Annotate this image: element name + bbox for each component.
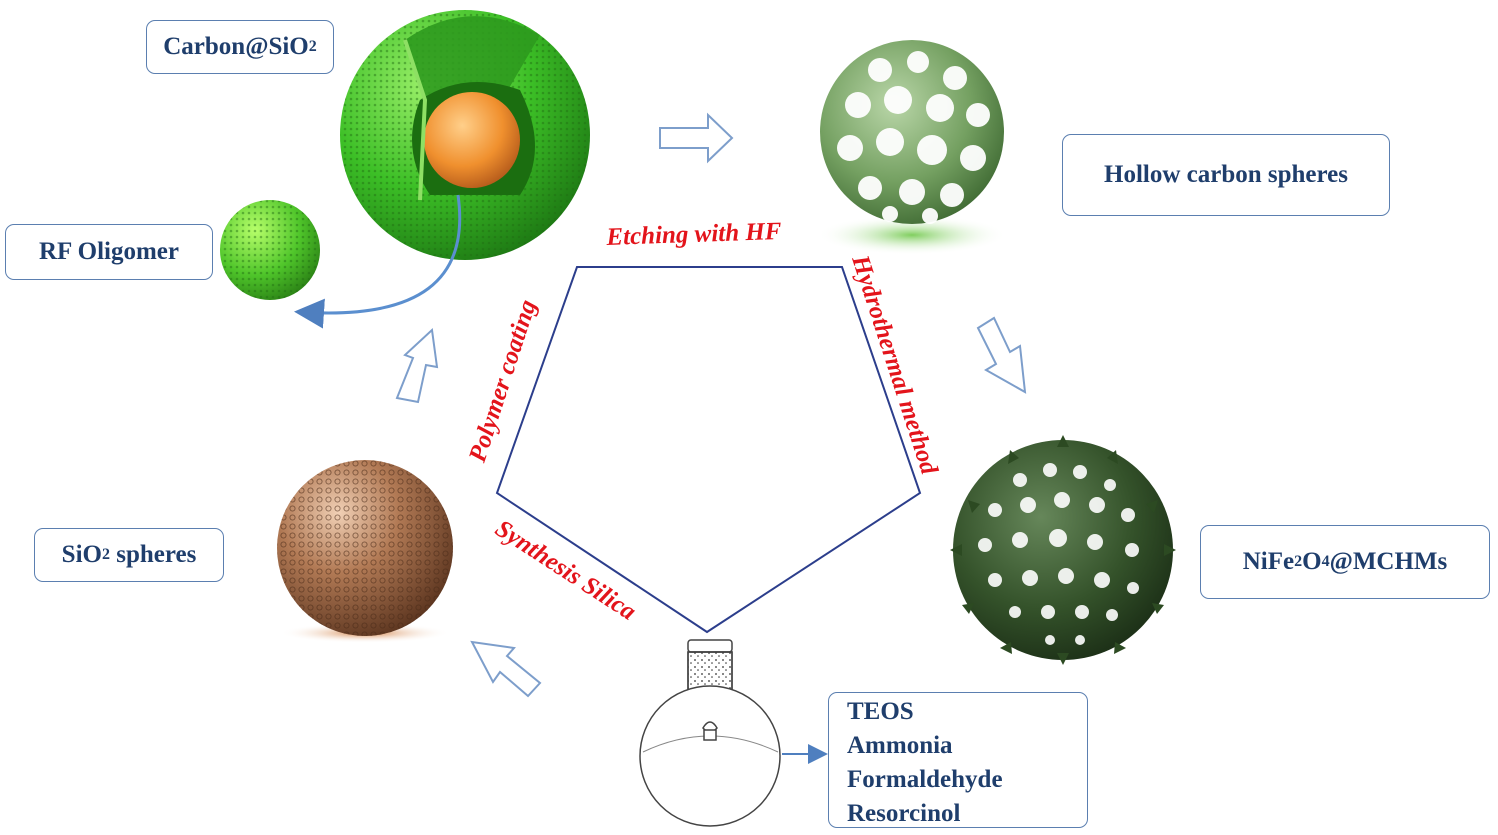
- arrow-down-left: [470, 640, 542, 698]
- label-nife2o4-p1: NiFe: [1242, 548, 1295, 575]
- reagent-item: Resorcinol: [847, 800, 961, 827]
- label-nife2o4-p3: @MCHMs: [1329, 548, 1448, 575]
- rf-oligomer-sphere: [220, 200, 320, 300]
- label-nife2o4-p2: O: [1302, 548, 1322, 575]
- nife2o4-mchms-sphere: [950, 435, 1176, 665]
- label-carbon-sio2-sub: 2: [308, 38, 317, 55]
- reagent-item: Formaldehyde: [847, 766, 1003, 793]
- sio2-sphere: [277, 460, 453, 643]
- label-rf-oligomer: RF Oligomer: [5, 224, 213, 280]
- label-hollow-carbon-text: Hollow carbon spheres: [1104, 161, 1348, 188]
- reagent-item: TEOS: [847, 698, 914, 725]
- carbon-sio2-sphere: [340, 10, 590, 260]
- label-carbon-sio2-main: Carbon@SiO: [163, 33, 309, 60]
- arrow-up: [395, 327, 439, 404]
- label-nife2o4-s2: 4: [1321, 553, 1330, 570]
- label-hollow-carbon: Hollow carbon spheres: [1062, 134, 1390, 216]
- arrow-right: [659, 112, 734, 164]
- reagent-item: Ammonia: [847, 732, 953, 759]
- flask: [639, 639, 781, 827]
- reagents-box: TEOS Ammonia Formaldehyde Resorcinol: [828, 692, 1088, 828]
- label-sio2-post: spheres: [109, 541, 197, 568]
- label-nife2o4-s1: 2: [1294, 553, 1303, 570]
- label-sio2-sub: 2: [101, 546, 110, 563]
- process-pentagon: [495, 266, 922, 634]
- curved-arrow: [294, 194, 462, 329]
- label-rf-oligomer-text: RF Oligomer: [38, 238, 179, 265]
- label-sio2-pre: SiO: [61, 541, 102, 568]
- hollow-carbon-sphere: [817, 40, 1007, 255]
- arrow-down-right: [976, 316, 1027, 394]
